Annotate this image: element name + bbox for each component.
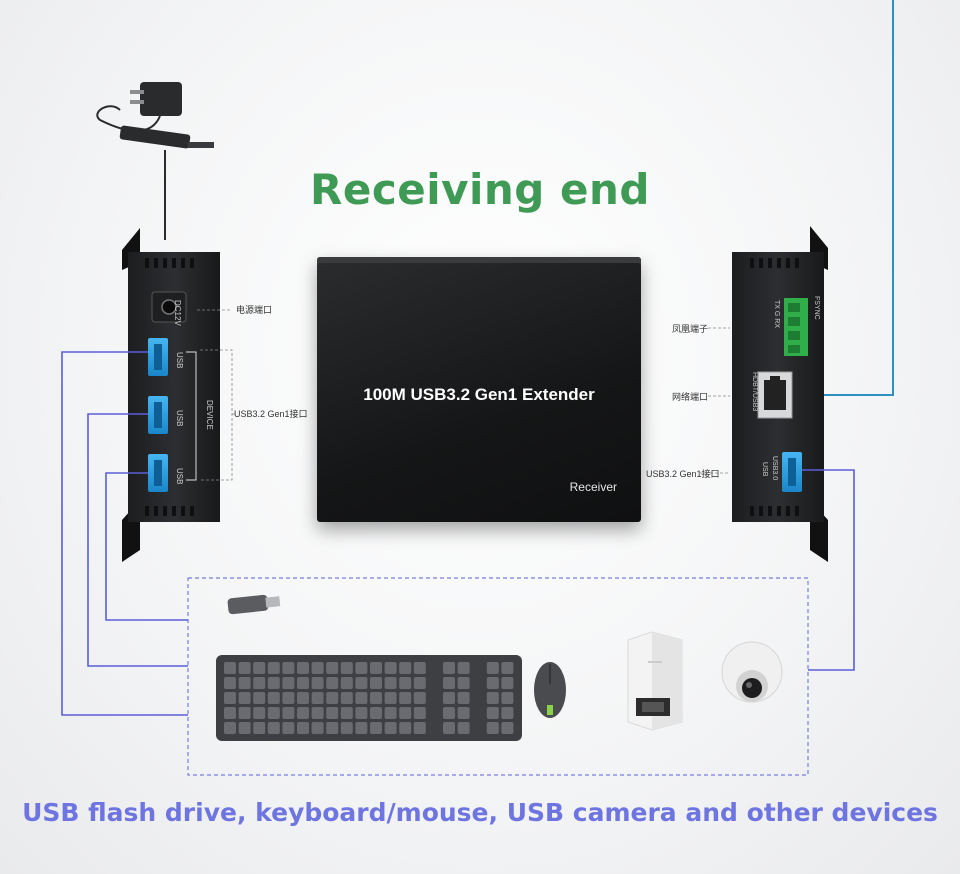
dc-label: DC12V [173,300,182,326]
usb-port [782,452,802,492]
extender-receiver-box: 100M USB3.2 Gen1 Extender Receiver [317,257,641,522]
usb30-label: USB3.0 [771,456,778,481]
usb-port [148,396,168,434]
usb-port-label: USB [175,352,184,369]
usb-port [148,338,168,376]
device-model-label: 100M USB3.2 Gen1 Extender [363,385,595,404]
usb-camera-box-icon [627,631,683,731]
fan-port-annotation: 凤凰端子 [672,324,709,334]
phoenix-terminal [784,298,808,356]
usb-port-label: USB [175,468,184,485]
fsync-label: FSYNC [813,296,820,320]
mouse-icon [534,662,566,718]
usb-label: USB [761,462,768,477]
devices-caption: USB flash drive, keyboard/mouse, USB cam… [22,798,938,827]
device-group-box [187,577,809,776]
keyboard-icon [216,655,522,741]
page-title: Receiving end [310,165,650,214]
hdbt-label: HDBT/USB3 [751,372,758,412]
dome-camera-icon [721,641,783,703]
receiver-label: Receiver [569,480,617,494]
device-label: DEVICE [205,400,214,430]
network-cable [792,0,894,396]
power-port-annotation: 电源端口 [236,305,273,315]
usb-port-label: USB [175,410,184,427]
power-adapter-icon [96,82,214,240]
network-port-annotation: 网络端口 [672,392,709,402]
usb-flash-drive-icon [227,594,281,615]
usb-wires [61,351,855,716]
usb-port [148,454,168,492]
rj45-port [757,371,793,419]
left-side-panel [122,228,220,562]
usb-port-annotation: USB3.2 Gen1接口 [234,409,308,419]
usb-port-annotation: USB3.2 Gen1接口 [646,469,720,479]
terminal-labels: TX G RX [773,300,780,329]
